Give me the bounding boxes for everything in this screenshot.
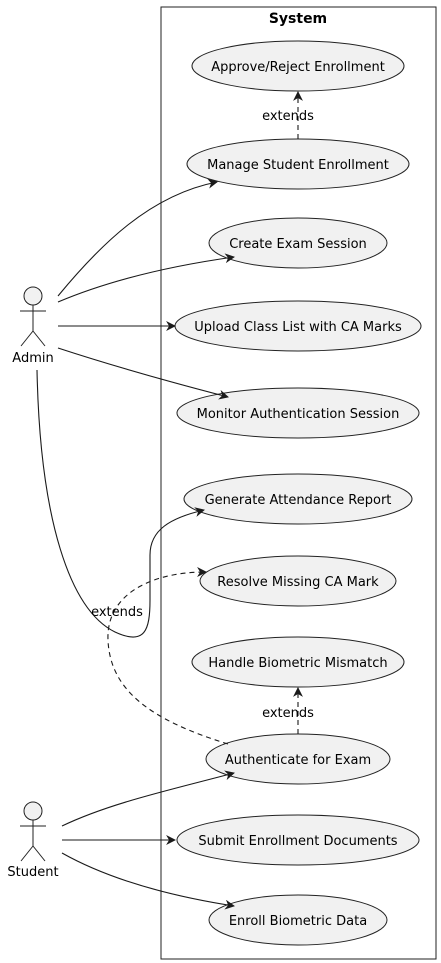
extends-label: extends — [262, 109, 314, 124]
use-case-label: Monitor Authentication Session — [197, 407, 400, 422]
extends-label: extends — [262, 706, 314, 721]
use-case-authenticate-for-exam[interactable]: Authenticate for Exam — [205, 733, 391, 785]
use-case-label: Approve/Reject Enrollment — [211, 60, 385, 75]
actor-student-label: Student — [7, 865, 58, 880]
extends-authenticate-to-resolve-ca-edge — [107, 567, 229, 745]
use-case-label: Authenticate for Exam — [225, 753, 371, 768]
use-case-approve-reject-enrollment[interactable]: Approve/Reject Enrollment — [191, 40, 405, 92]
use-case-generate-attendance-report[interactable]: Generate Attendance Report — [183, 473, 413, 525]
use-case-handle-biometric-mismatch[interactable]: Handle Biometric Mismatch — [191, 636, 405, 688]
student-to-authenticate-edge — [61, 770, 235, 827]
admin-to-generate-report-edge — [36, 369, 205, 638]
use-case-submit-enrollment-documents[interactable]: Submit Enrollment Documents — [176, 814, 420, 866]
use-case-monitor-authentication-session[interactable]: Monitor Authentication Session — [176, 387, 420, 439]
use-case-label: Handle Biometric Mismatch — [208, 656, 387, 671]
admin-to-manage-enrollment-edge — [57, 178, 218, 297]
actor-student[interactable]: Student — [7, 801, 59, 880]
admin-to-create-exam-edge — [57, 253, 235, 303]
extends-label: extends — [91, 605, 143, 620]
use-case-create-exam-session[interactable]: Create Exam Session — [208, 217, 388, 269]
use-case-label: Enroll Biometric Data — [229, 914, 367, 929]
student-to-enroll-biometric-edge — [61, 852, 235, 910]
system-title: System — [269, 11, 327, 27]
use-case-label: Manage Student Enrollment — [207, 158, 389, 173]
use-case-label: Generate Attendance Report — [205, 493, 392, 508]
use-case-label: Submit Enrollment Documents — [198, 834, 397, 849]
use-case-resolve-missing-ca-mark[interactable]: Resolve Missing CA Mark — [199, 555, 397, 607]
system-boundary: System — [160, 6, 437, 960]
actor-admin-label: Admin — [12, 351, 53, 366]
use-case-label: Create Exam Session — [229, 237, 367, 252]
actor-admin[interactable]: Admin — [12, 286, 54, 366]
use-case-manage-student-enrollment[interactable]: Manage Student Enrollment — [186, 138, 410, 190]
use-case-label: Upload Class List with CA Marks — [194, 320, 402, 335]
admin-to-monitor-auth-edge — [57, 347, 229, 400]
use-case-upload-class-list[interactable]: Upload Class List with CA Marks — [174, 300, 422, 352]
use-case-label: Resolve Missing CA Mark — [217, 575, 379, 590]
use-case-enroll-biometric-data[interactable]: Enroll Biometric Data — [208, 894, 388, 946]
